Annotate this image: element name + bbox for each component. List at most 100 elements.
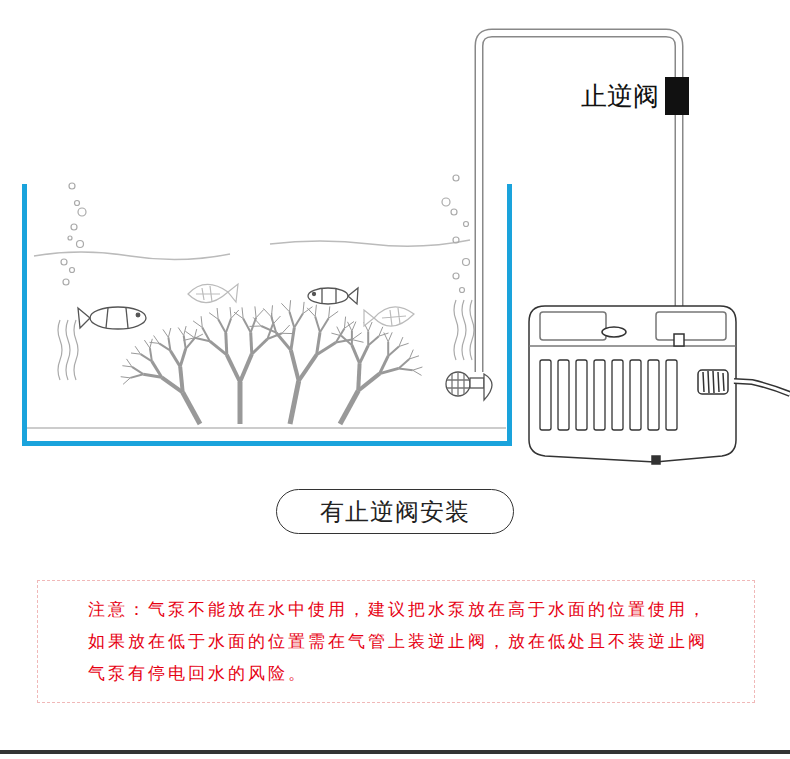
coral-branch — [340, 391, 358, 424]
coral-branch — [315, 317, 320, 333]
bubble — [453, 273, 459, 279]
coral-branch — [281, 303, 289, 312]
bubble — [71, 224, 77, 230]
caption-pill: 有止逆阀安装 — [276, 489, 514, 534]
bubble — [453, 237, 459, 243]
bubble-stream — [66, 320, 70, 380]
vent-slot — [540, 360, 551, 430]
coral-branch — [320, 318, 329, 332]
coral-branch — [227, 355, 240, 382]
check-valve — [665, 77, 689, 115]
coral-branch — [290, 312, 295, 328]
coral-branch — [344, 317, 345, 329]
coral-branch — [242, 307, 243, 318]
water-surface — [34, 240, 470, 260]
coral-branch — [180, 367, 183, 393]
bubble — [463, 259, 470, 266]
bubble — [451, 209, 457, 215]
pump-vents — [540, 360, 677, 430]
coral-branch — [255, 306, 256, 317]
coral-branch — [184, 338, 195, 341]
notice-text: 注意：气泵不能放在水中使用，建议把水泵放在高于水面的位置使用， 如果放在低于水面… — [88, 593, 734, 689]
coral-branch — [252, 339, 268, 354]
bubble-stream — [74, 320, 78, 380]
coral-branch — [218, 319, 226, 333]
bubble — [68, 236, 72, 240]
vent-slot — [594, 360, 605, 430]
coral — [121, 300, 423, 424]
coral-branch — [413, 367, 423, 370]
coral-branch — [379, 333, 389, 336]
coral-branch — [152, 361, 162, 377]
coral-branch — [291, 328, 294, 351]
coral-branch — [185, 331, 194, 338]
coral-branch — [123, 378, 130, 384]
bubble — [70, 268, 75, 273]
coral-branch — [249, 326, 261, 327]
coral-branch — [150, 342, 160, 343]
coral-branch — [132, 367, 143, 374]
coral-branch — [291, 350, 299, 381]
coral-branch — [130, 374, 143, 378]
coral-branch — [276, 333, 291, 351]
bubble — [61, 259, 67, 265]
coral-branch — [150, 348, 152, 361]
coral-branch — [210, 341, 227, 355]
coral-branch — [388, 347, 399, 356]
coral-branch — [282, 333, 293, 334]
bubble-stream — [454, 300, 458, 360]
notice-box: 注意：气泵不能放在水中使用，建议把水泵放在高于水面的位置使用， 如果放在低于水面… — [37, 580, 755, 703]
coral-branch — [290, 381, 299, 424]
coral-branch — [209, 313, 218, 320]
coral-branch — [127, 359, 133, 367]
coral-branch — [271, 305, 272, 317]
coral-branch — [299, 355, 317, 381]
coral-branch — [271, 317, 276, 333]
coral-branch — [183, 392, 200, 424]
vent-slot — [558, 360, 569, 430]
coral-branch — [184, 326, 186, 335]
coral-branch — [256, 309, 264, 317]
coral-branch — [399, 368, 413, 370]
bubble — [78, 208, 86, 216]
vent-slot — [666, 360, 677, 430]
bubble — [69, 183, 75, 189]
coral-branch — [351, 331, 353, 345]
coral-branch — [251, 332, 252, 354]
coral-branch — [348, 322, 352, 331]
coral-branch — [226, 318, 231, 333]
coral-branch — [150, 339, 152, 348]
bubble-stream — [470, 300, 474, 360]
bubble — [77, 241, 84, 248]
coral-branch — [180, 349, 186, 367]
vent-slot — [630, 360, 641, 430]
angelfish — [188, 284, 414, 326]
coral-branch — [303, 302, 304, 314]
coral-branch — [168, 328, 170, 337]
bubble — [63, 279, 69, 285]
coral-branch — [387, 342, 389, 356]
bubble — [460, 288, 465, 293]
coral-branch — [352, 345, 360, 363]
coral-branch — [368, 322, 372, 331]
air-stone — [446, 372, 492, 400]
coral-branch — [217, 308, 218, 319]
coral-branch — [315, 305, 316, 317]
air-pump — [529, 306, 736, 464]
coral-branch — [201, 316, 202, 327]
coral-branch — [329, 311, 339, 318]
bubbles — [58, 175, 474, 380]
coral-branch — [317, 342, 336, 354]
coral-branch — [337, 327, 342, 336]
coral-branch — [230, 307, 231, 318]
coral-branch — [154, 336, 160, 344]
vent-slot — [612, 360, 623, 430]
coral-branch — [358, 363, 359, 390]
coral-branch — [352, 340, 364, 343]
coral-branch — [193, 321, 202, 328]
coral-branch — [234, 312, 243, 319]
coral-branch — [168, 337, 170, 350]
bubble — [442, 198, 450, 206]
power-cable — [698, 370, 790, 394]
coral-branch — [135, 346, 141, 354]
